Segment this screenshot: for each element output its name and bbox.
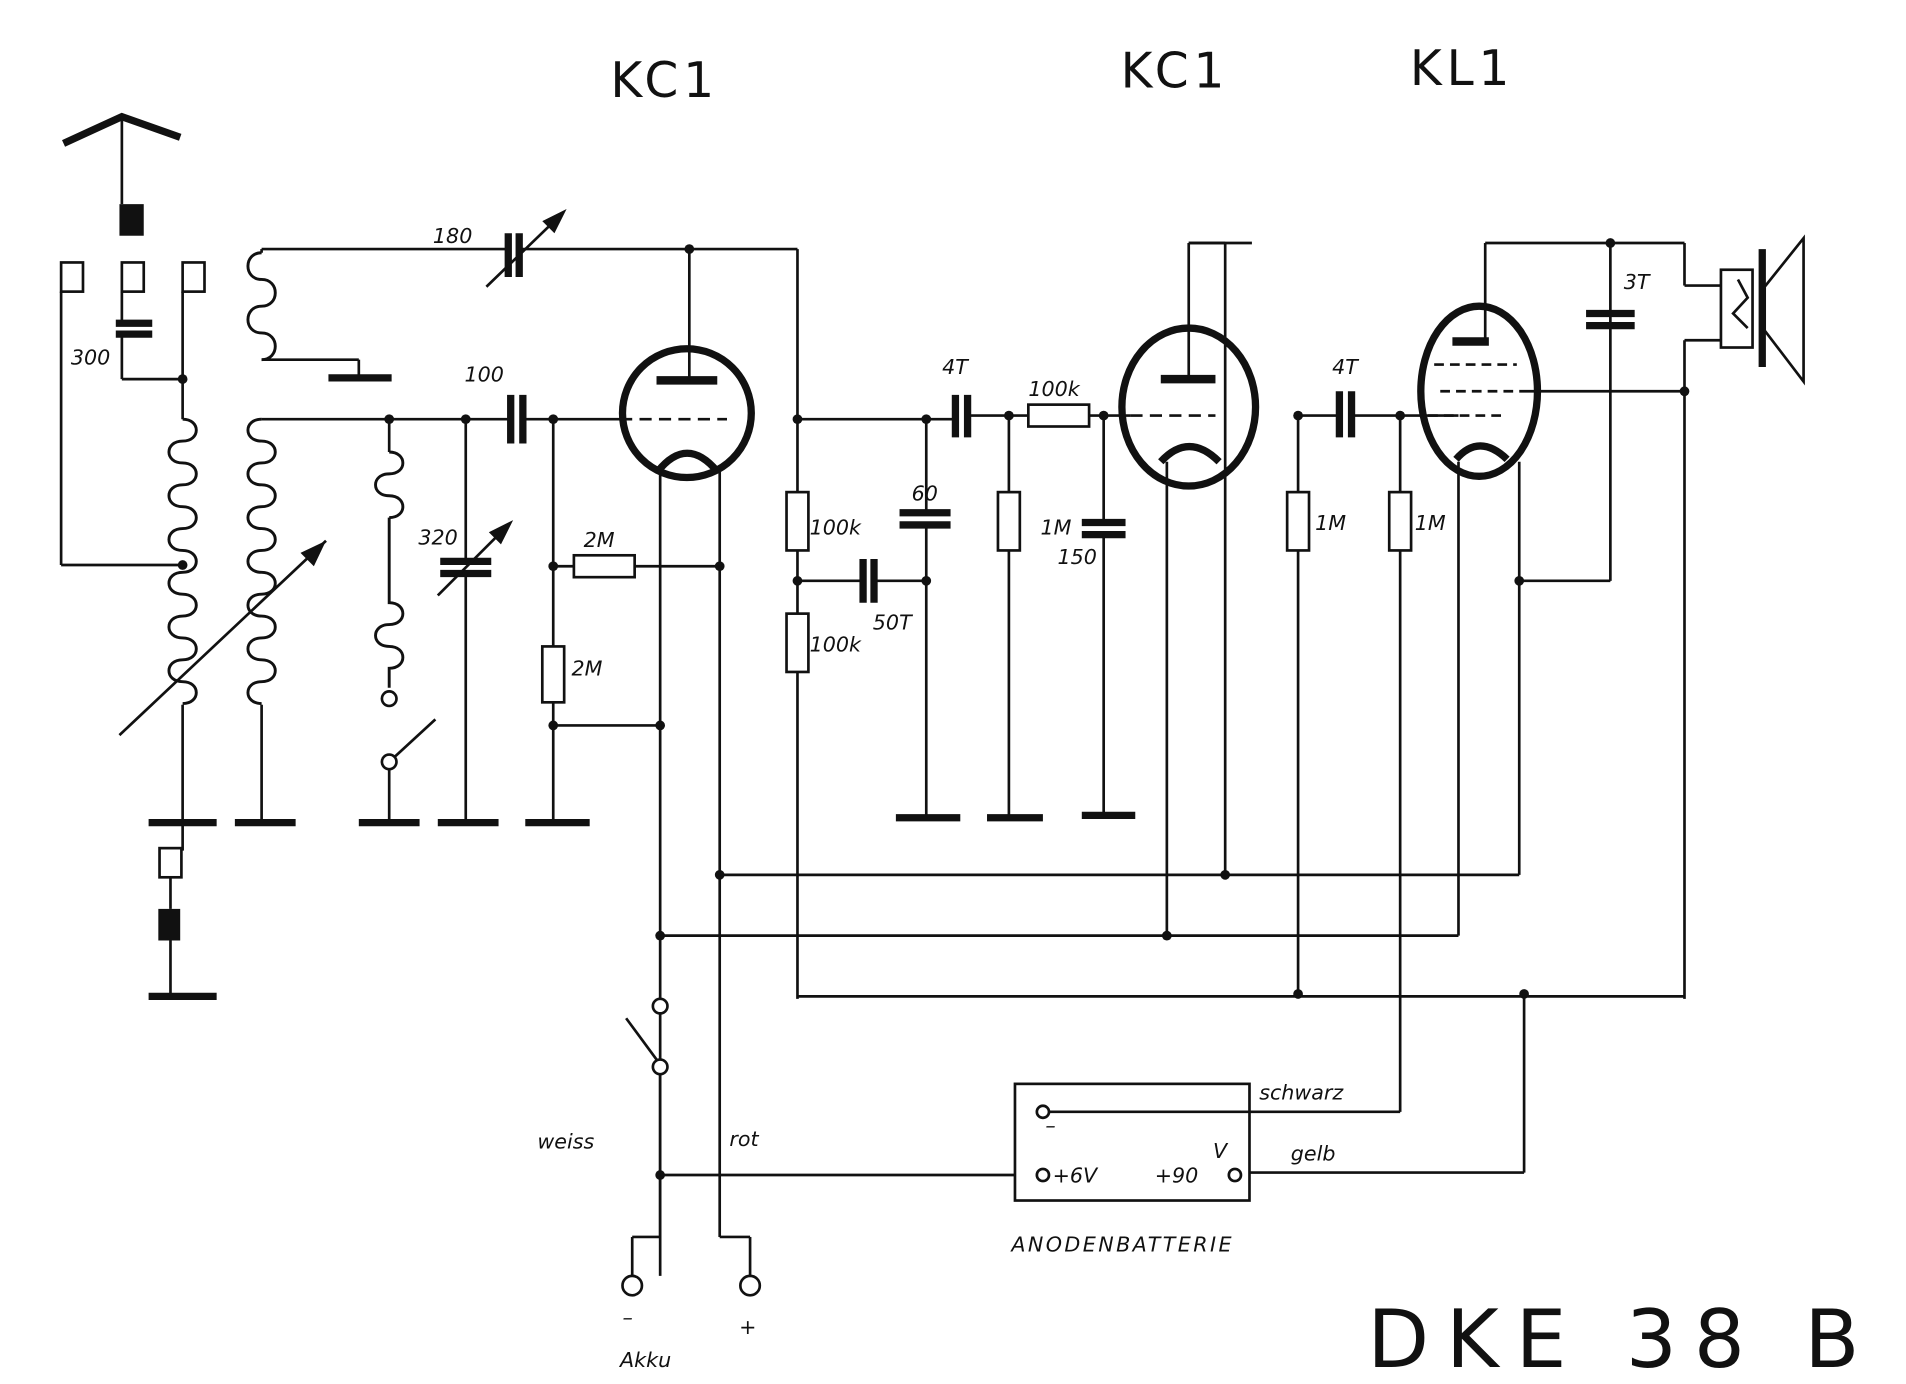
akku-label: Akku [618,1348,671,1372]
tube-v3 [1417,238,1685,936]
anode-battery [1013,1082,1251,1202]
label-r-leak3b: 1M [1415,511,1446,535]
label-c-150: 150 [1057,545,1096,569]
battery-label: ANODENBATTERIE [1009,1233,1234,1257]
speaker-icon [1679,234,1805,999]
label-r-leak2: 1M [1040,516,1071,540]
antenna-icon [62,112,182,236]
label-c-60: 60 [912,482,938,506]
label-c-3t: 3T [1624,270,1651,294]
battery-plus6: +6V [1053,1163,1099,1187]
akku-plus: + [739,1315,756,1339]
antenna-sockets [59,261,206,570]
battery-volt: V [1213,1139,1229,1163]
grid-network [358,394,725,827]
label-schwarz: schwarz [1259,1081,1344,1105]
resistor-plate2 [785,612,810,674]
antenna-coil [148,417,217,1001]
label-c-ant: 300 [71,346,110,370]
power-bus [655,870,1685,1174]
diagram-title: DKE 38 B [1367,1293,1876,1384]
tube-label-v2: KC1 [1121,43,1230,99]
label-c-coup1: 4T [942,355,969,379]
label-c-tune: 320 [418,525,457,549]
akku-minus: – [622,1305,632,1329]
label-r-grid1: 2M [584,528,615,552]
tube-label-v1: KC1 [610,53,719,109]
label-r-leak3a: 1M [1315,511,1346,535]
label-r-grid2: 2M [571,657,602,681]
battery-plus90: +90 [1155,1163,1199,1187]
power-switch[interactable] [621,997,1040,1297]
label-weiss: weiss [537,1129,594,1153]
grid-coil [118,417,390,827]
label-r-plate1: 100k [810,516,862,540]
label-rot: rot [729,1127,759,1151]
resistor-plate1 [785,490,810,552]
tube-label-v3: KL1 [1410,41,1514,97]
label-c-50t: 50T [873,610,913,634]
label-c-react: 180 [433,224,472,248]
tube-v2 [1118,241,1260,936]
label-gelb: gelb [1291,1141,1336,1165]
v1-plate-network [689,247,1136,999]
label-c-grid: 100 [465,363,504,387]
battery-minus: – [1045,1113,1055,1137]
label-c-coup2: 4T [1332,355,1359,379]
label-r-series: 100k [1028,377,1080,401]
label-r-plate2: 100k [810,632,862,656]
tube-v1 [618,244,755,1276]
v2-plate-network [1285,391,1459,1112]
reaction-coil [246,208,690,382]
